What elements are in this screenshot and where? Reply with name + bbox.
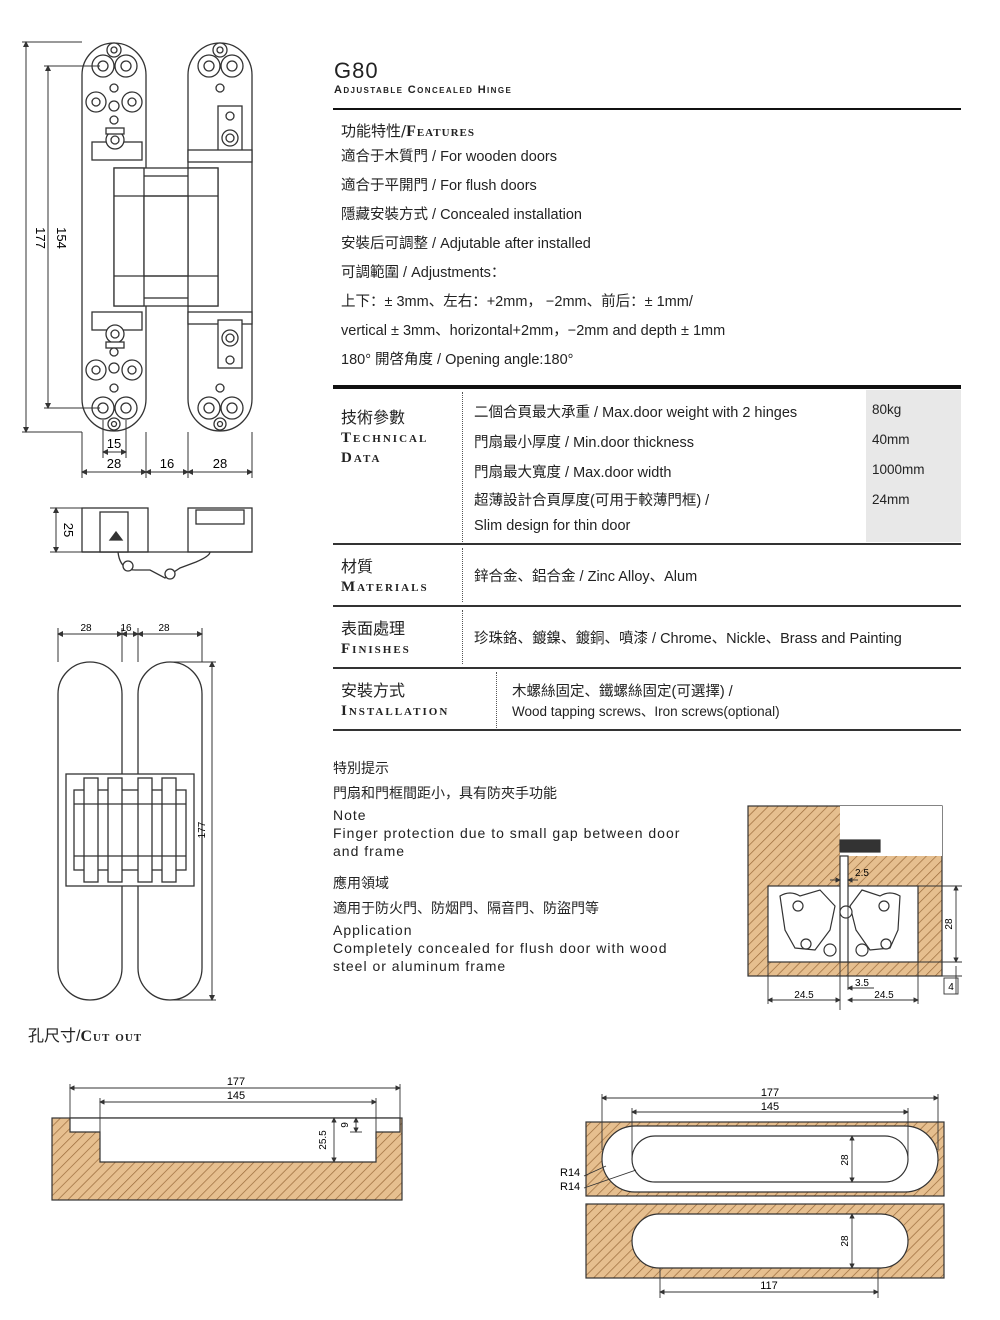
cutout-heading-en: Cut out (80, 1028, 143, 1045)
dim-front-28a: 28 (107, 456, 121, 471)
special-note-zh: 特別提示 (333, 760, 389, 776)
feature-item: 適合于木質門 / For wooden doors (341, 149, 557, 165)
features-heading-en: Features (406, 123, 475, 140)
dim-cut-255: 25.5 (318, 1130, 329, 1150)
application-list-zh: 適用于防火門、防烟門、隔音門、防盜門等 (333, 900, 599, 916)
finishes-rule (333, 667, 961, 669)
feature-item: 適合于平開門 / For flush doors (341, 178, 537, 194)
tech-divider (462, 392, 463, 542)
gap-note-zh: 門扇和門框間距小，具有防夾手功能 (333, 785, 557, 801)
dim-cut-9: 9 (340, 1122, 351, 1128)
application-zh: 應用領域 (333, 875, 389, 891)
tech-row: Slim design for thin door (474, 518, 631, 534)
dim-top-r14a: R14 (560, 1167, 580, 1179)
tech-value: 24mm (872, 492, 910, 507)
finishes-label-en: Finishes (341, 641, 411, 657)
side-view-hinge (81, 507, 253, 580)
materials-label-en: Materials (341, 579, 429, 595)
dim-back-177: 177 (197, 821, 208, 838)
application-text-2: steel or aluminum frame (333, 958, 507, 974)
tech-row: 超薄設計合頁厚度(可用于較薄門框) / (474, 493, 710, 509)
dim-top-28b: 28 (840, 1235, 851, 1247)
materials-label-zh: 材質 (341, 559, 374, 576)
dim-side-25: 25 (61, 523, 76, 537)
installation-rule (333, 729, 961, 731)
tech-row: 門扇最小厚度 / Min.door thickness (474, 435, 694, 451)
dim-sec-245b: 24.5 (874, 990, 894, 1001)
dim-top-r14b: R14 (560, 1181, 580, 1193)
dim-sec-28: 28 (944, 918, 955, 930)
tech-row: 二個合頁最大承重 / Max.door weight with 2 hinges (474, 405, 798, 421)
feature-item: 180° 開啓角度 / Opening angle:180° (341, 352, 574, 368)
features-heading-zh: 功能特性/ (341, 122, 407, 140)
installation-divider (496, 672, 497, 728)
front-view-dimensions (22, 41, 253, 478)
feature-item: 可調範圍 / Adjustments： (341, 265, 506, 281)
section-view (747, 805, 943, 977)
dim-front-154: 154 (54, 227, 69, 249)
cutout-heading-zh: 孔尺寸/ (28, 1028, 81, 1045)
dim-sec-4: 4 (948, 982, 954, 993)
dim-cut-177: 177 (227, 1076, 245, 1088)
application-text-1: Completely concealed for flush door with… (333, 940, 668, 956)
dim-top-177: 177 (761, 1087, 779, 1099)
dim-cut-145: 145 (227, 1090, 245, 1102)
materials-rule (333, 605, 961, 607)
note-text-1: Finger protection due to small gap betwe… (333, 825, 681, 841)
installation-text-en: Wood tapping screws、Iron screws(optional… (512, 704, 780, 719)
dim-top-28a: 28 (840, 1154, 851, 1166)
finishes-divider (462, 610, 463, 664)
dim-top-117: 117 (760, 1280, 778, 1292)
tech-row: 門扇最大寬度 / Max.door width (474, 465, 672, 481)
application-title: Application (333, 922, 413, 938)
features-heading: 功能特性/Features (341, 120, 475, 141)
dim-front-16: 16 (160, 456, 174, 471)
cutout-top-view (585, 1121, 945, 1279)
tech-label-en-1: Technical (341, 430, 429, 446)
dim-sec-25: 2.5 (855, 868, 869, 879)
model-subtitle: Adjustable Concealed Hinge (334, 84, 513, 96)
feature-item: 上下：± 3mm、左右：+2mm， −2mm、前后：± 1mm/ (341, 294, 693, 310)
installation-label-zh: 安裝方式 (341, 683, 406, 700)
finishes-text: 珍珠鉻、鍍鎳、鍍銅、噴漆 / Chrome、Nickle、Brass and P… (474, 631, 902, 647)
dim-sec-35: 3.5 (855, 978, 869, 989)
feature-item: 安裝后可調整 / Adjutable after installed (341, 236, 591, 252)
feature-item: 隱藏安裝方式 / Concealed installation (341, 207, 582, 223)
tech-rule (333, 543, 961, 545)
feature-item: vertical ± 3mm、horizontal+2mm，−2mm and d… (341, 323, 726, 339)
dim-back-16: 16 (120, 623, 132, 634)
tech-value: 40mm (872, 432, 910, 447)
cutout-heading: 孔尺寸/Cut out (28, 1022, 142, 1046)
note-title: Note (333, 807, 367, 823)
model-title: G80 (334, 58, 379, 83)
materials-divider (462, 548, 463, 602)
note-text-2: and frame (333, 843, 406, 859)
front-view-hinge (81, 42, 253, 432)
tech-value: 80kg (872, 402, 902, 417)
dim-front-28b: 28 (213, 456, 227, 471)
back-view-hinge (57, 661, 203, 1001)
installation-label-en: Installation (341, 703, 450, 719)
dim-back-28b: 28 (158, 623, 170, 634)
dim-front-15: 15 (107, 436, 121, 451)
tech-label-zh: 技術參數 (341, 410, 406, 427)
dim-top-145: 145 (761, 1101, 779, 1113)
tech-label-en-2: Data (341, 450, 382, 466)
tech-value: 1000mm (872, 462, 925, 477)
materials-text: 鋅合金、鋁合金 / Zinc Alloy、Alum (474, 569, 698, 585)
dim-sec-245a: 24.5 (794, 990, 814, 1001)
dim-back-28a: 28 (80, 623, 92, 634)
tech-values-bg (866, 390, 961, 542)
dim-front-177: 177 (33, 227, 48, 249)
features-rule (333, 385, 961, 389)
header-rule (333, 108, 961, 110)
cutout-section (51, 1117, 403, 1201)
finishes-label-zh: 表面處理 (341, 621, 406, 638)
installation-text-zh: 木螺絲固定、鐵螺絲固定(可選擇) / (512, 684, 733, 700)
